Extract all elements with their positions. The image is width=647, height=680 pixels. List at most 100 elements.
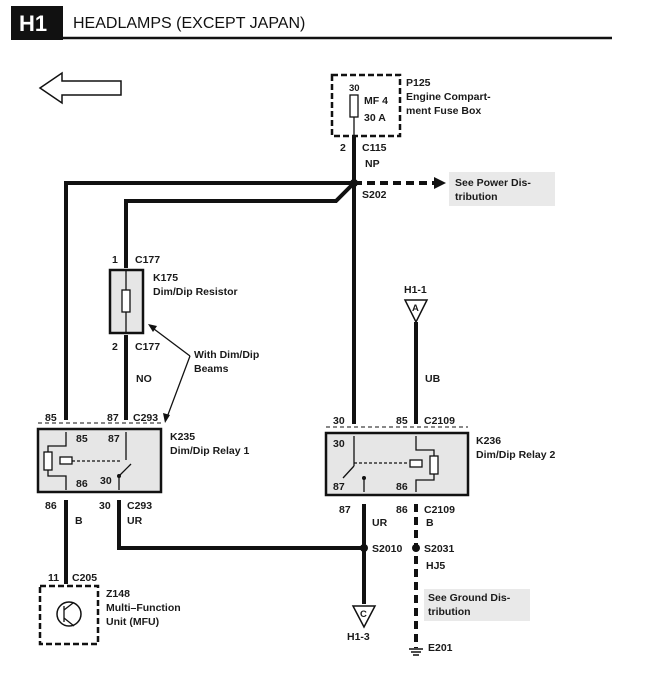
relay2-top-pin-85: 85 <box>396 415 408 427</box>
ref-h1-1[interactable]: H1-1 A UB <box>403 284 441 385</box>
fuse-rating-label: 30 A <box>364 112 386 124</box>
fuse-box-name-line2: ment Fuse Box <box>406 105 481 117</box>
resistor-name: Dim/Dip Resistor <box>153 286 238 298</box>
relay2-inner-87: 87 <box>333 481 345 493</box>
back-arrow-icon[interactable] <box>38 71 122 105</box>
relay1-inner-87: 87 <box>108 433 120 445</box>
ref-h1-3-label[interactable]: H1-3 <box>347 631 370 643</box>
mfu-z148: 11 C205 Z148 Multi–Function Unit (MFU) <box>38 572 181 646</box>
relay2-coil-core <box>409 459 423 468</box>
callout-arrow-2-icon <box>163 413 170 423</box>
fuse-icon <box>349 94 359 118</box>
arrow-to-power-distribution-icon <box>434 177 446 189</box>
c115-connector-label: C115 <box>362 142 387 154</box>
wires <box>64 136 446 648</box>
callout-leader-2 <box>165 355 191 421</box>
ground-id: E201 <box>428 642 453 654</box>
ref-h1-3[interactable]: C H1-3 <box>347 605 377 643</box>
ref-h1-1-label[interactable]: H1-1 <box>404 284 427 296</box>
relay2-switch-icon <box>342 465 355 479</box>
power-distribution-note-line2[interactable]: tribution <box>455 191 498 203</box>
relay2-inner-86: 86 <box>396 481 408 493</box>
relay1-inner-85: 85 <box>76 433 88 445</box>
splice-s2010-dot <box>360 544 368 552</box>
splice-s2031-dot <box>412 544 420 552</box>
mfu-name-line2: Unit (MFU) <box>106 616 159 628</box>
callout-line2: Beams <box>194 363 229 375</box>
fuse-box-name-line1: Engine Compart- <box>406 91 491 103</box>
dim-dip-callout: With Dim/Dip Beams <box>148 324 259 423</box>
power-distribution-note-box <box>449 172 555 206</box>
relay2-bottom-pin-87: 87 <box>339 504 351 516</box>
fuse-box-outline <box>330 73 402 138</box>
mfu-connector: C205 <box>72 572 97 584</box>
ref-h1-1-triangle-icon[interactable] <box>403 299 429 324</box>
relay1-coil-core <box>59 456 73 465</box>
callout-leader-1 <box>149 325 191 357</box>
page-header: H1 HEADLAMPS (EXCEPT JAPAN) <box>11 6 612 40</box>
relay1-contact-dot <box>117 474 121 478</box>
s2031-label: S2031 <box>424 543 455 555</box>
relay2-wire-b: B <box>426 517 434 529</box>
power-distribution-note-line1[interactable]: See Power Dis- <box>455 177 531 189</box>
ground-distribution-note-line2[interactable]: tribution <box>428 606 471 618</box>
relay1-bottom-pin-30: 30 <box>99 500 111 512</box>
relay1-wire-b: B <box>75 515 83 527</box>
relay1-wire-ur: UR <box>127 515 143 527</box>
relay2-top-connector: C2109 <box>424 415 455 427</box>
s2010-label: S2010 <box>372 543 403 555</box>
fuse-box-id: P125 <box>406 77 431 89</box>
relay1-top-pin-87: 87 <box>107 412 119 424</box>
ground-distribution-note-box <box>424 589 530 621</box>
mfu-id: Z148 <box>106 588 130 600</box>
mfu-pin: 11 <box>48 572 59 584</box>
relay2-bottom-pin-86: 86 <box>396 504 408 516</box>
splice-s202-dot <box>350 179 358 187</box>
ref-h1-1-letter: A <box>412 303 419 314</box>
c177-bottom-pin: 2 <box>112 341 118 353</box>
wire-relay1-30-to-s2010 <box>117 500 364 550</box>
relay1-inner-30: 30 <box>100 475 112 487</box>
s202-label: S202 <box>362 189 387 201</box>
fuse-pin-label: 30 <box>349 83 360 94</box>
resistor-k175: 1 C177 K175 Dim/Dip Resistor 2 C177 NO <box>108 254 238 385</box>
relay2-coil-icon <box>429 455 439 475</box>
mfu-transistor-emitter <box>63 617 75 627</box>
np-wire-label: NP <box>365 158 380 170</box>
relay2-inner-30: 30 <box>333 438 345 450</box>
no-wire-label: NO <box>136 373 152 385</box>
hj5-wire-label: HJ5 <box>426 560 445 572</box>
c115-pin-label: 2 <box>340 142 346 154</box>
callout-line1: With Dim/Dip <box>194 349 259 361</box>
fuse-box-p125: 30 MF 4 30 A P125 Engine Compart- ment F… <box>330 73 491 138</box>
c177-top-connector: C177 <box>135 254 160 266</box>
ground-distribution-note-line1[interactable]: See Ground Dis- <box>428 592 511 604</box>
relay1-top-connector: C293 <box>133 412 158 424</box>
ref-h1-3-triangle-icon[interactable] <box>351 605 377 629</box>
fuse-name-label: MF 4 <box>364 95 388 107</box>
wire-s202-to-relay1-85 <box>64 181 354 420</box>
relay1-bottom-pin-86: 86 <box>45 500 57 512</box>
mfu-transistor-icon <box>56 601 82 627</box>
relay1-inner-86: 86 <box>76 478 88 490</box>
relay1-bottom-connector: C293 <box>127 500 152 512</box>
relay2-id: K236 <box>476 435 501 447</box>
relay1-coil-icon <box>43 451 53 471</box>
wire-s202-to-resistor <box>124 181 356 268</box>
relay-k236: 30 85 C2109 30 87 86 K236 Dim/Dip Relay … <box>324 415 556 529</box>
relay1-switch-icon <box>118 463 132 477</box>
relay2-body <box>324 431 470 497</box>
relay-k235: 85 87 C293 85 87 86 30 K235 Dim/Dip Rela… <box>36 412 250 527</box>
relay1-id: K235 <box>170 431 195 443</box>
relay2-wire-ur: UR <box>372 517 388 529</box>
relay2-top-pin-30: 30 <box>333 415 345 427</box>
mfu-name-line1: Multi–Function <box>106 602 181 614</box>
relay2-name: Dim/Dip Relay 2 <box>476 449 556 461</box>
callout-arrow-1-icon <box>148 324 157 332</box>
section-code: H1 <box>19 11 47 36</box>
relay2-bottom-connector: C2109 <box>424 504 455 516</box>
c177-bottom-connector: C177 <box>135 341 160 353</box>
relay1-name: Dim/Dip Relay 1 <box>170 445 250 457</box>
ub-wire-label: UB <box>425 373 441 385</box>
